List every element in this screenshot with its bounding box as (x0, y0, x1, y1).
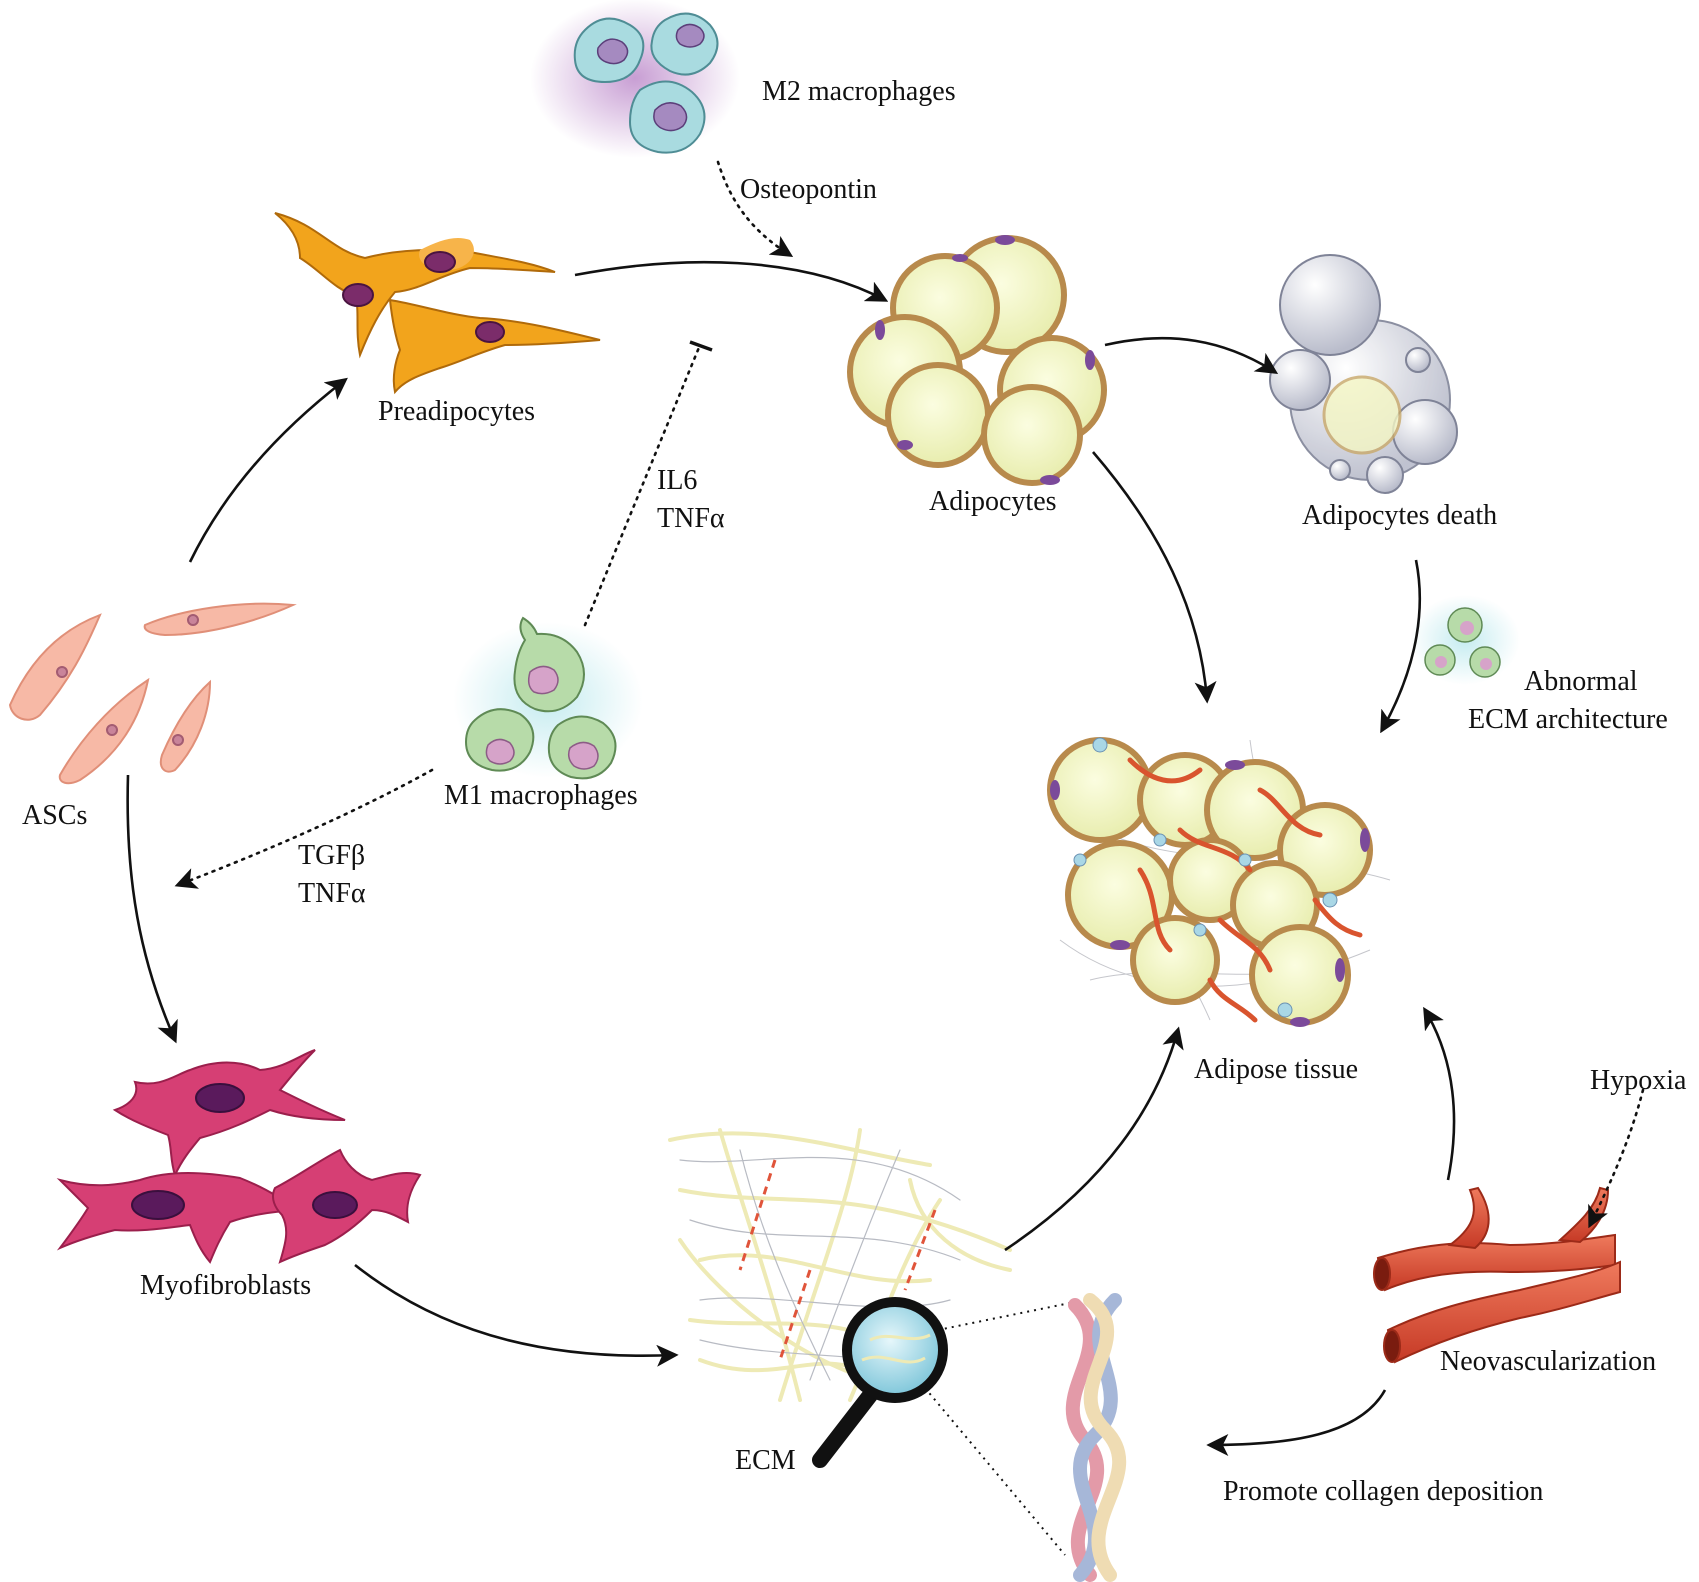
arrow-preadipocytes-to-adipocytes (574, 260, 889, 302)
label-tnfa-top: TNFα (657, 503, 725, 534)
arrow-adipocytes-to-death (1104, 336, 1279, 374)
label-hypoxia: Hypoxia (1590, 1065, 1687, 1096)
label-ecm-architecture: ECM architecture (1468, 704, 1668, 735)
arrow-myofibroblasts-to-ecm (354, 1263, 679, 1367)
arrow-neovascularization-to-tissue (1423, 1006, 1456, 1181)
label-neovascularization: Neovascularization (1440, 1346, 1657, 1377)
label-il6: IL6 (657, 465, 698, 496)
label-tnfa-left: TNFα (298, 878, 366, 909)
inhibition-line-il6 (583, 343, 702, 627)
label-tgfb: TGFβ (298, 840, 366, 871)
myofibroblasts-illustration (56, 1049, 422, 1264)
arrow-ascs-to-preadipocytes (188, 377, 348, 563)
label-osteopontin: Osteopontin (740, 174, 877, 205)
abnormal-macrophages-illustration (1410, 595, 1520, 685)
label-promote-collagen-deposition: Promote collagen deposition (1223, 1476, 1544, 1507)
label-ascs: ASCs (22, 800, 88, 831)
inhibition-bar (689, 340, 713, 352)
adipocytes-illustration (847, 235, 1107, 486)
m2-macrophages-illustration (530, 0, 740, 158)
label-adipocytes-death: Adipocytes death (1302, 500, 1498, 531)
label-adipocytes: Adipocytes (929, 486, 1057, 517)
preadipocytes-illustration (274, 212, 601, 395)
label-ecm: ECM (735, 1445, 796, 1476)
label-abnormal: Abnormal (1524, 666, 1638, 697)
arrow-adipocytes-to-tissue (1092, 451, 1217, 704)
label-adipose-tissue: Adipose tissue (1194, 1054, 1359, 1085)
label-m1-macrophages: M1 macrophages (444, 780, 638, 811)
arrows (126, 260, 1456, 1456)
adipocytes-death-illustration (1269, 254, 1458, 494)
arrow-neovascularization-to-collagen (1206, 1389, 1387, 1456)
label-m2-macrophages: M2 macrophages (762, 76, 956, 107)
arrow-ascs-to-myofibroblasts (126, 774, 178, 1044)
label-myofibroblasts: Myofibroblasts (140, 1270, 312, 1301)
arrow-ecm-to-tissue (1004, 1026, 1184, 1252)
ecm-illustration (668, 1128, 1076, 1556)
arrow-m1-tgfb (174, 768, 434, 889)
adipose-tissue-illustration (1047, 737, 1391, 1027)
dotted-arrows (174, 160, 1645, 1229)
neovascularization-illustration (1373, 1186, 1621, 1364)
ascs-illustration (8, 602, 297, 785)
arrow-death-to-tissue (1380, 559, 1422, 734)
collagen-helix-illustration (1065, 1293, 1126, 1582)
m1-macrophages-illustration (453, 616, 643, 780)
arrow-m2-osteopontin (716, 160, 794, 257)
label-preadipocytes: Preadipocytes (378, 396, 536, 427)
arrow-hypoxia (1588, 1088, 1645, 1229)
